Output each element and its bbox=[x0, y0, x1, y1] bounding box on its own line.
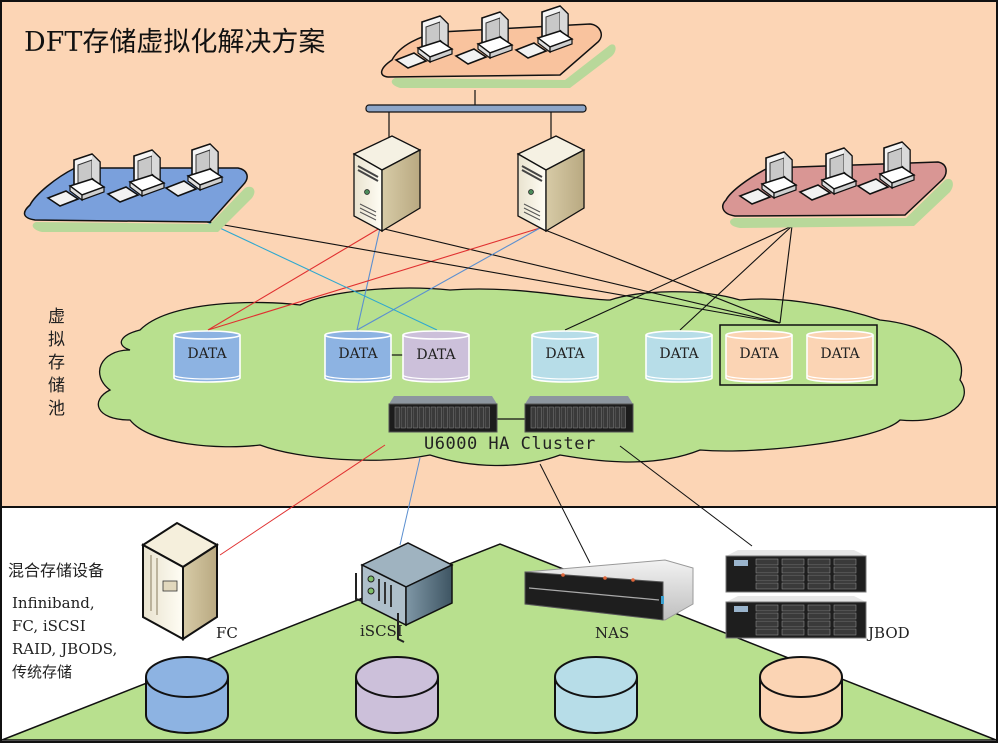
link-black bbox=[379, 227, 781, 324]
data-volume bbox=[531, 330, 599, 383]
link-cluster-nas bbox=[539, 463, 591, 564]
cluster-label: U6000 HA Cluster bbox=[424, 434, 596, 454]
storage-controller bbox=[388, 396, 498, 433]
storage-disk-icon bbox=[759, 656, 843, 734]
link-cluster-fc bbox=[219, 444, 386, 556]
client-group bbox=[722, 141, 953, 228]
data-volume bbox=[725, 330, 793, 383]
data-volume bbox=[402, 330, 470, 383]
jbod-storage-icon bbox=[725, 550, 867, 593]
storage-disk-icon bbox=[355, 656, 439, 734]
volume-group-box bbox=[719, 324, 878, 386]
mixed-storage-description: Infiniband, FC, iSCSI RAID, JBODS, 传统存储 bbox=[12, 594, 118, 681]
storage-disk-icon bbox=[554, 656, 638, 734]
data-volume-label: DATA bbox=[545, 346, 585, 362]
data-volume-label: DATA bbox=[416, 347, 456, 363]
device-label-iscsi: iSCSI bbox=[360, 622, 403, 640]
data-volume-label: DATA bbox=[739, 346, 779, 362]
link-black bbox=[564, 225, 793, 331]
virtual-pool-label: 虚拟存储池 bbox=[48, 307, 65, 419]
client-group bbox=[380, 5, 616, 88]
computer-icon bbox=[856, 141, 916, 195]
storage-controller bbox=[524, 396, 634, 433]
mixed-storage-title: 混合存储设备 bbox=[8, 561, 105, 580]
data-volume bbox=[324, 330, 392, 383]
computer-icon bbox=[738, 151, 798, 205]
computer-icon bbox=[798, 147, 858, 201]
data-volume bbox=[806, 330, 874, 383]
iscsi-storage-icon bbox=[355, 542, 454, 643]
link-black bbox=[206, 221, 781, 324]
client-group bbox=[23, 143, 255, 232]
link-cluster-iscsi bbox=[399, 457, 421, 546]
link-red bbox=[207, 227, 381, 331]
link-black bbox=[679, 225, 793, 331]
link-black bbox=[779, 225, 793, 324]
link-blue bbox=[356, 227, 541, 331]
server-icon bbox=[352, 135, 422, 233]
device-label-fc: FC bbox=[216, 624, 238, 642]
computer-icon bbox=[46, 153, 106, 207]
computer-icon bbox=[106, 149, 166, 203]
link-cluster-jbod bbox=[619, 445, 753, 547]
computer-icon bbox=[164, 143, 224, 197]
data-volume-label: DATA bbox=[187, 346, 227, 362]
link-cyan bbox=[206, 221, 438, 331]
computer-icon bbox=[454, 11, 514, 65]
computer-icon bbox=[394, 15, 454, 69]
connection-lines bbox=[206, 90, 793, 564]
server-icon bbox=[516, 135, 586, 233]
device-label-jbod: JBOD bbox=[868, 624, 910, 642]
link-blue bbox=[356, 227, 381, 331]
link-black bbox=[539, 227, 781, 324]
computer-icon bbox=[514, 5, 574, 59]
data-volume-label: DATA bbox=[338, 346, 378, 362]
network-bus bbox=[365, 104, 587, 113]
data-volume bbox=[645, 330, 713, 383]
nas-storage-icon bbox=[524, 559, 694, 621]
device-label-nas: NAS bbox=[595, 624, 630, 642]
storage-pyramid bbox=[1, 543, 997, 741]
jbod-storage-icon bbox=[725, 596, 867, 639]
link-red bbox=[207, 227, 541, 331]
data-volume-label: DATA bbox=[820, 346, 860, 362]
fc-storage-icon bbox=[141, 521, 219, 641]
storage-disk-icon bbox=[145, 656, 229, 734]
diagram-title: DFT存储虚拟化解决方案 bbox=[24, 27, 326, 58]
data-volume-label: DATA bbox=[659, 346, 699, 362]
data-volume bbox=[173, 330, 241, 383]
